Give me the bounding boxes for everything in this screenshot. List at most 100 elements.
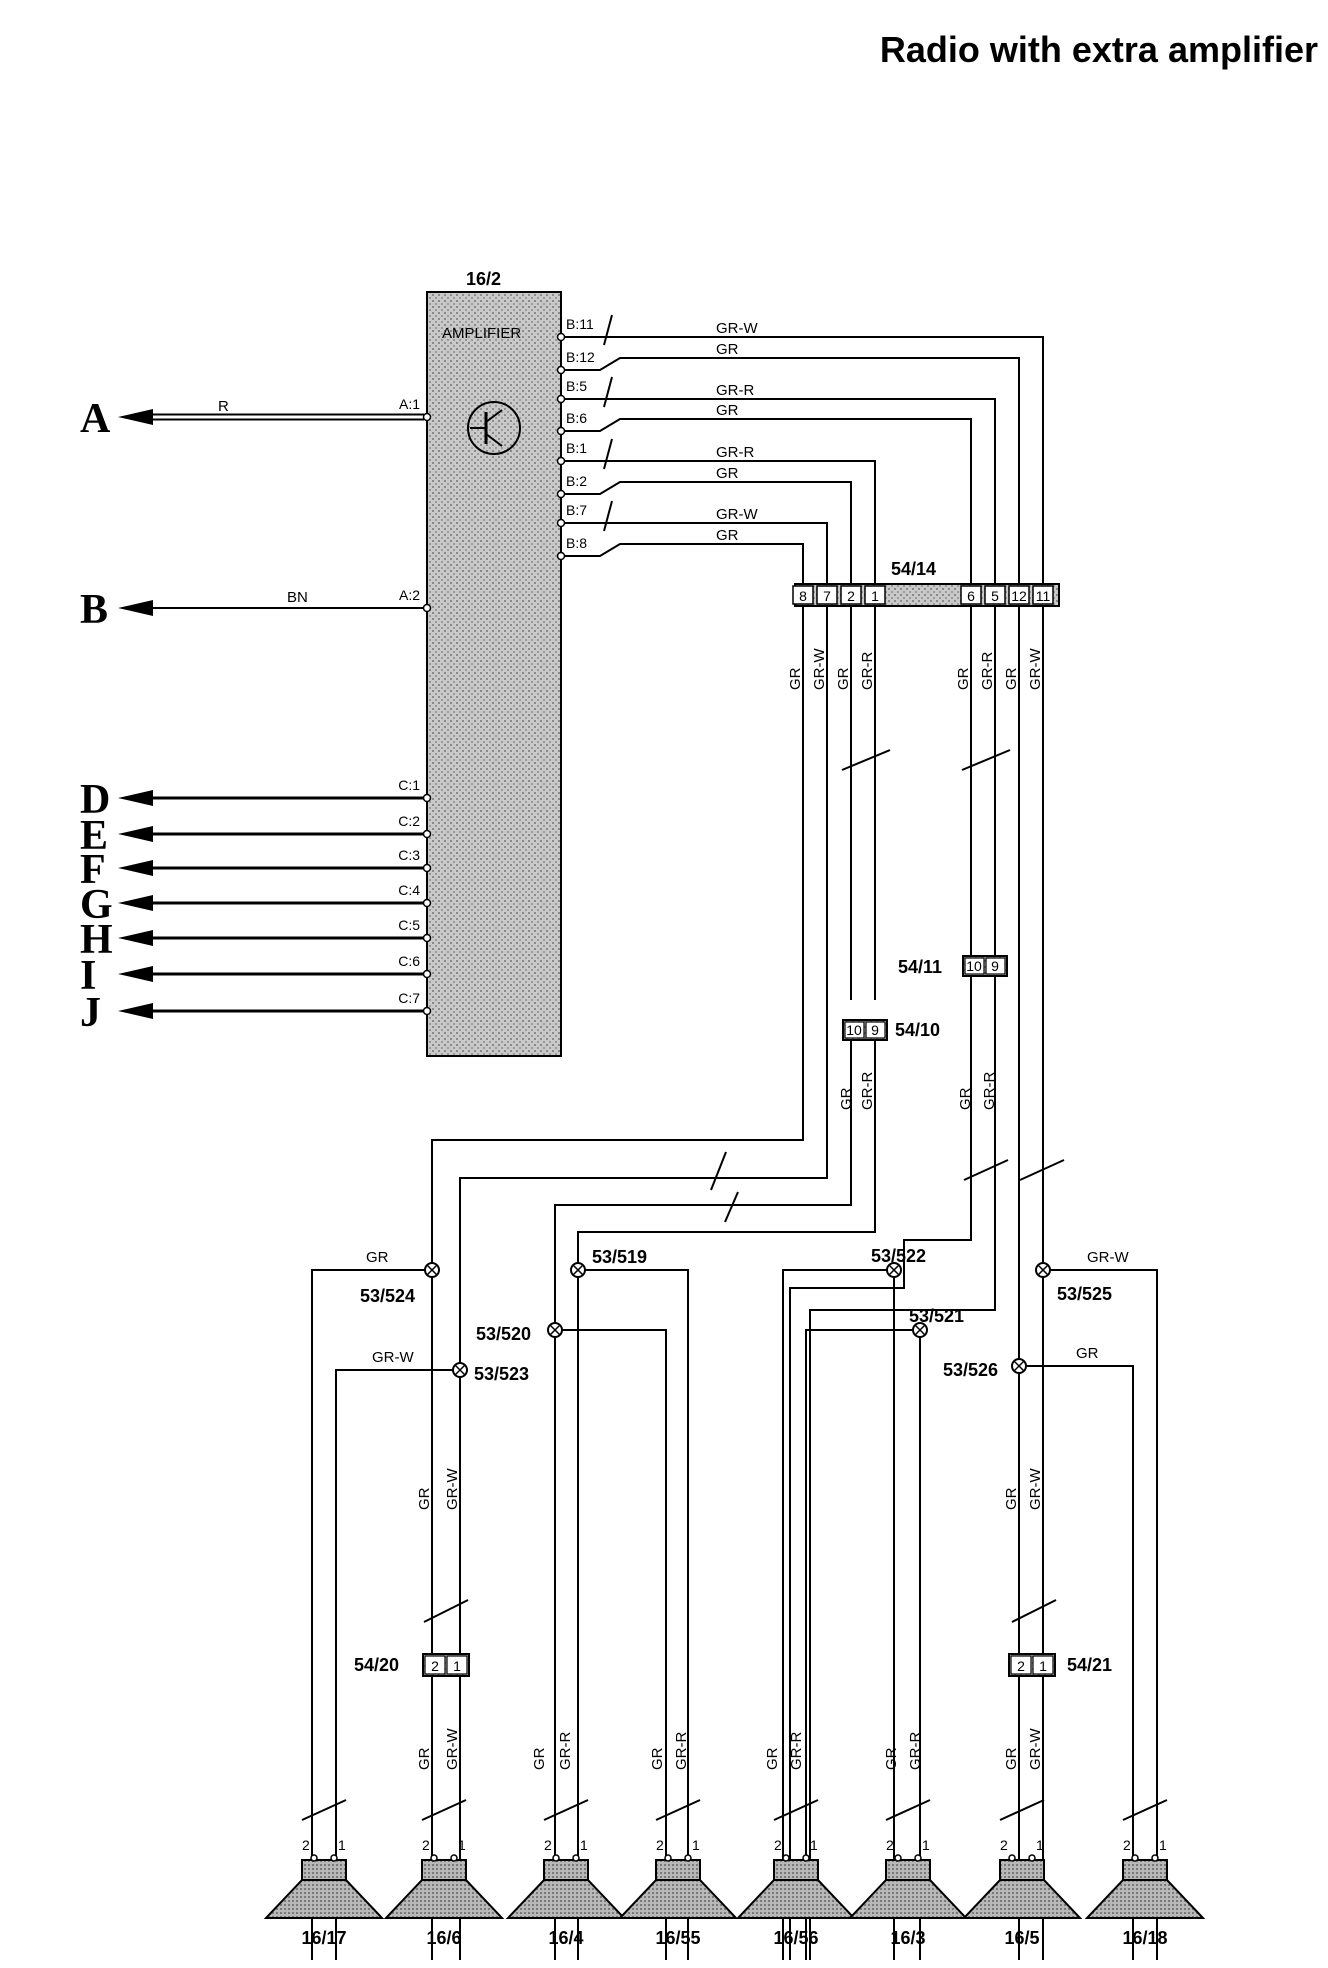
arrow-icon — [118, 895, 153, 911]
pin-c-terminal — [422, 969, 432, 979]
connector-pin — [964, 957, 985, 975]
pin-b-terminal — [556, 426, 566, 436]
speaker-wire-color: GR — [883, 1747, 900, 1770]
harness-wire-color: GR — [787, 667, 804, 690]
branch-wire — [1019, 1365, 1134, 1960]
twist-mark — [543, 1799, 589, 1821]
pin-a-label: A:2 — [399, 587, 420, 603]
harness-wire-color: GR-R — [859, 1072, 876, 1110]
pin-c-label: C:1 — [398, 777, 420, 793]
harness-wire-color: GR — [1003, 667, 1020, 690]
output-letter: A — [80, 396, 111, 442]
pin-b-label: B:11 — [566, 316, 594, 332]
connector-pin-label: 10 — [846, 1022, 862, 1038]
speaker-pin-label: 2 — [1123, 1837, 1131, 1853]
amp-b-wire — [565, 460, 876, 584]
harness-wire-color: GR-W — [811, 648, 828, 690]
splice-wire-color: GR — [366, 1249, 389, 1266]
b-wire-color: GR — [716, 402, 739, 419]
speaker-icon — [505, 1854, 627, 1919]
arrow-icon — [118, 966, 153, 982]
pin-c-terminal — [422, 793, 432, 803]
branch-wire — [782, 1269, 894, 1960]
speaker-id: 16/3 — [890, 1928, 925, 1948]
b-wire-color: GR — [716, 527, 739, 544]
arrow-icon — [118, 600, 153, 616]
speaker-id: 16/17 — [301, 1928, 346, 1948]
pin-b-label: B:7 — [566, 502, 587, 518]
speaker-icon — [735, 1854, 857, 1919]
branch-wire — [1043, 1269, 1158, 1960]
splice-mark — [572, 1264, 584, 1276]
splice-label: 53/523 — [474, 1364, 529, 1384]
twist-mark — [999, 1799, 1045, 1821]
b-wire-color: GR-R — [716, 444, 754, 461]
branch-wire — [555, 1329, 667, 1960]
connector-pin-label: 5 — [991, 588, 999, 604]
splice-mark — [1037, 1264, 1049, 1276]
pin-b-label: B:8 — [566, 535, 587, 551]
arrow-icon — [118, 409, 153, 425]
speaker-pin-label: 2 — [774, 1837, 782, 1853]
b-wire-color: GR — [716, 465, 739, 482]
twist-mark — [603, 376, 613, 408]
connector-pin-label: 7 — [823, 588, 831, 604]
connector-id: 54/14 — [891, 559, 936, 579]
connector-pin-label: 8 — [799, 588, 807, 604]
speaker-pin-label: 2 — [656, 1837, 664, 1853]
pin-b-terminal — [556, 551, 566, 561]
connector-pin-label: 1 — [453, 1658, 461, 1674]
pin-b-label: B:5 — [566, 378, 587, 394]
connector-pin-label: 9 — [991, 958, 999, 974]
connector-pin — [960, 585, 982, 605]
branch-wire — [805, 1329, 920, 1960]
page-title: Radio with extra amplifier — [880, 29, 1318, 70]
transistor-icon — [467, 401, 521, 455]
splice-mark — [914, 1324, 926, 1336]
arrow-icon — [118, 930, 153, 946]
speaker-wire-color: GR-R — [673, 1732, 690, 1770]
connector-pin-label: 6 — [967, 588, 975, 604]
harness-wire-color: GR-W — [1027, 1468, 1044, 1510]
pin-c-terminal — [422, 1006, 432, 1016]
splice-mark — [888, 1264, 900, 1276]
harness-wire-color: GR-R — [981, 1072, 998, 1110]
arrow-icon — [118, 790, 153, 806]
amplifier-pins: B:11B:12B:5B:6B:1B:2B:7B:8A:1A:2C:1C:2C:… — [398, 316, 595, 1016]
speaker-wire-color: GR-R — [907, 1732, 924, 1770]
speaker-id: 16/6 — [426, 1928, 461, 1948]
pin-c-terminal — [422, 898, 432, 908]
twist-mark — [603, 314, 613, 346]
connector-pin — [984, 585, 1006, 605]
harness-wire-color: GR — [955, 667, 972, 690]
branch-wire — [335, 1369, 460, 1960]
twist-mark — [421, 1799, 467, 1821]
output-letter: D — [80, 777, 110, 823]
connector-pin-label: 1 — [1039, 1658, 1047, 1674]
connector-pin — [1032, 1655, 1054, 1675]
speaker-pin-label: 2 — [422, 1837, 430, 1853]
output-wire-color: BN — [287, 589, 308, 606]
speaker-icon — [617, 1854, 739, 1919]
output-letter: E — [80, 813, 108, 859]
speaker-id: 16/18 — [1122, 1928, 1167, 1948]
splice-mark — [454, 1364, 466, 1376]
speaker-pin-label: 1 — [1036, 1837, 1044, 1853]
splice-label: 53/521 — [909, 1306, 964, 1326]
speaker-wire-color: GR-W — [444, 1728, 461, 1770]
pin-c-terminal — [422, 829, 432, 839]
speaker-wire-color: GR — [531, 1747, 548, 1770]
harness-wire — [789, 976, 972, 1960]
output-letter: G — [80, 882, 113, 928]
speaker-pin-label: 1 — [580, 1837, 588, 1853]
harness-wire — [554, 1040, 852, 1960]
connector-pin-label: 11 — [1036, 588, 1051, 604]
connector-pin — [424, 1655, 446, 1675]
arrow-icon — [118, 826, 153, 842]
harness-wire — [431, 1000, 804, 1960]
pin-c-label: C:3 — [398, 847, 420, 863]
speaker-pin-label: 1 — [810, 1837, 818, 1853]
